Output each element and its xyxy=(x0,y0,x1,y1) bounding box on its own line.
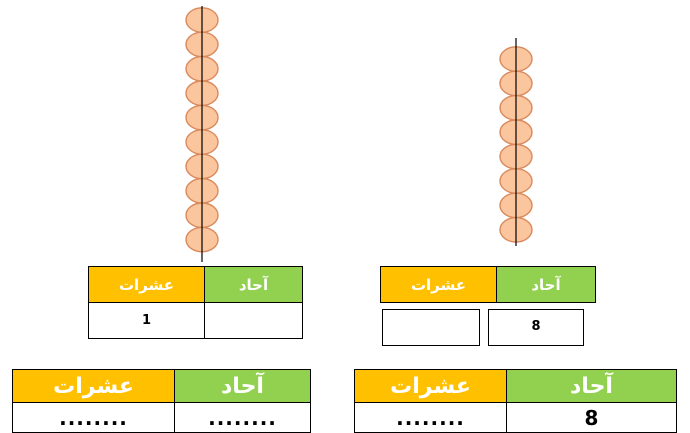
place-value-table-top-right: عشرات آحاد xyxy=(380,266,596,303)
abacus-ones-rod xyxy=(499,38,533,246)
tens-answer-blank: ........ xyxy=(354,402,507,433)
abacus-tens-rod xyxy=(185,6,219,262)
place-value-table-top-left: عشرات آحاد 1 xyxy=(88,266,303,339)
tens-header: عشرات xyxy=(380,266,497,303)
ones-value xyxy=(204,302,303,339)
tens-value-box xyxy=(382,309,480,346)
tens-header: عشرات xyxy=(12,369,175,403)
ones-header: آحاد xyxy=(496,266,596,303)
ones-answer-blank: ........ xyxy=(174,402,311,433)
tens-answer-blank: ........ xyxy=(12,402,175,433)
place-value-table-bottom-right: عشرات آحاد ........ 8 xyxy=(354,369,677,433)
ones-header: آحاد xyxy=(204,266,303,303)
place-value-table-bottom-left: عشرات آحاد ........ ........ xyxy=(12,369,311,433)
ones-value: 8 xyxy=(506,402,677,433)
tens-header: عشرات xyxy=(88,266,205,303)
ones-value-box: 8 xyxy=(488,309,584,346)
abacus-illustrations xyxy=(185,6,533,262)
tens-value: 1 xyxy=(88,302,205,339)
tens-header: عشرات xyxy=(354,369,507,403)
ones-header: آحاد xyxy=(174,369,311,403)
ones-header: آحاد xyxy=(506,369,677,403)
